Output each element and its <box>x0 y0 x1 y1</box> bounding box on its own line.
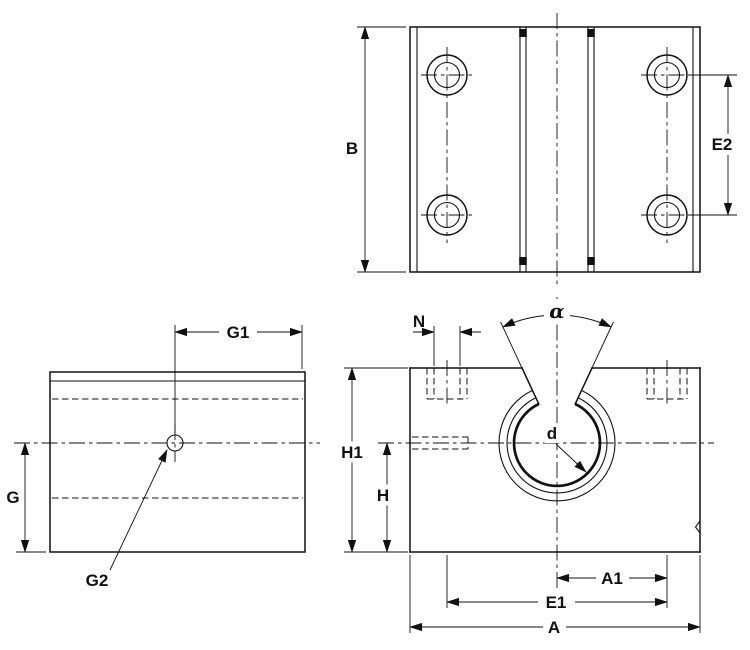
dim-G2: G2 <box>86 449 168 590</box>
top-view: B E2 <box>343 13 739 286</box>
slot-v-edge-left <box>521 367 540 405</box>
dim-label-g1: G1 <box>227 323 250 342</box>
dim-G: G <box>2 442 46 553</box>
dim-label-a: A <box>548 618 560 637</box>
dim-B: B <box>343 26 406 273</box>
dim-A: A <box>409 616 701 638</box>
hidden-thread-hole-right <box>646 360 688 407</box>
dim-label-e1: E1 <box>546 593 567 612</box>
dim-alpha: α <box>500 299 614 369</box>
dim-A1: A1 <box>556 567 668 589</box>
dim-label-d: d <box>547 424 557 443</box>
seal-mark <box>587 29 595 37</box>
dim-H1: H1 <box>336 367 408 553</box>
slot-v-edge-right <box>574 367 593 405</box>
dim-label-a1: A1 <box>601 569 623 588</box>
dim-label-g2: G2 <box>86 571 109 590</box>
seal-mark <box>519 257 527 265</box>
dim-d: d <box>544 424 587 473</box>
dim-label-g: G <box>6 488 19 507</box>
dim-label-h: H <box>377 486 389 505</box>
dim-label-h1: H1 <box>341 443 363 462</box>
dim-E2: E2 <box>688 74 739 216</box>
dim-N: N <box>413 312 481 366</box>
seal-mark <box>519 29 527 37</box>
dim-E1: E1 <box>446 591 668 613</box>
dim-label-alpha: α <box>549 299 564 323</box>
side-view-outline <box>49 371 306 553</box>
dim-label-e2: E2 <box>712 135 733 154</box>
edge-notch <box>694 520 701 534</box>
side-view: G1 G G2 <box>2 321 320 590</box>
dim-label-n: N <box>413 312 425 331</box>
seal-mark <box>587 257 595 265</box>
dim-G1: G1 <box>174 321 303 433</box>
dim-label-b: B <box>346 139 358 158</box>
hidden-thread-hole-left <box>426 360 468 407</box>
bore-inner-arc <box>512 402 602 488</box>
front-view: α d N H1 H <box>336 297 714 638</box>
dim-H: H <box>372 442 394 553</box>
